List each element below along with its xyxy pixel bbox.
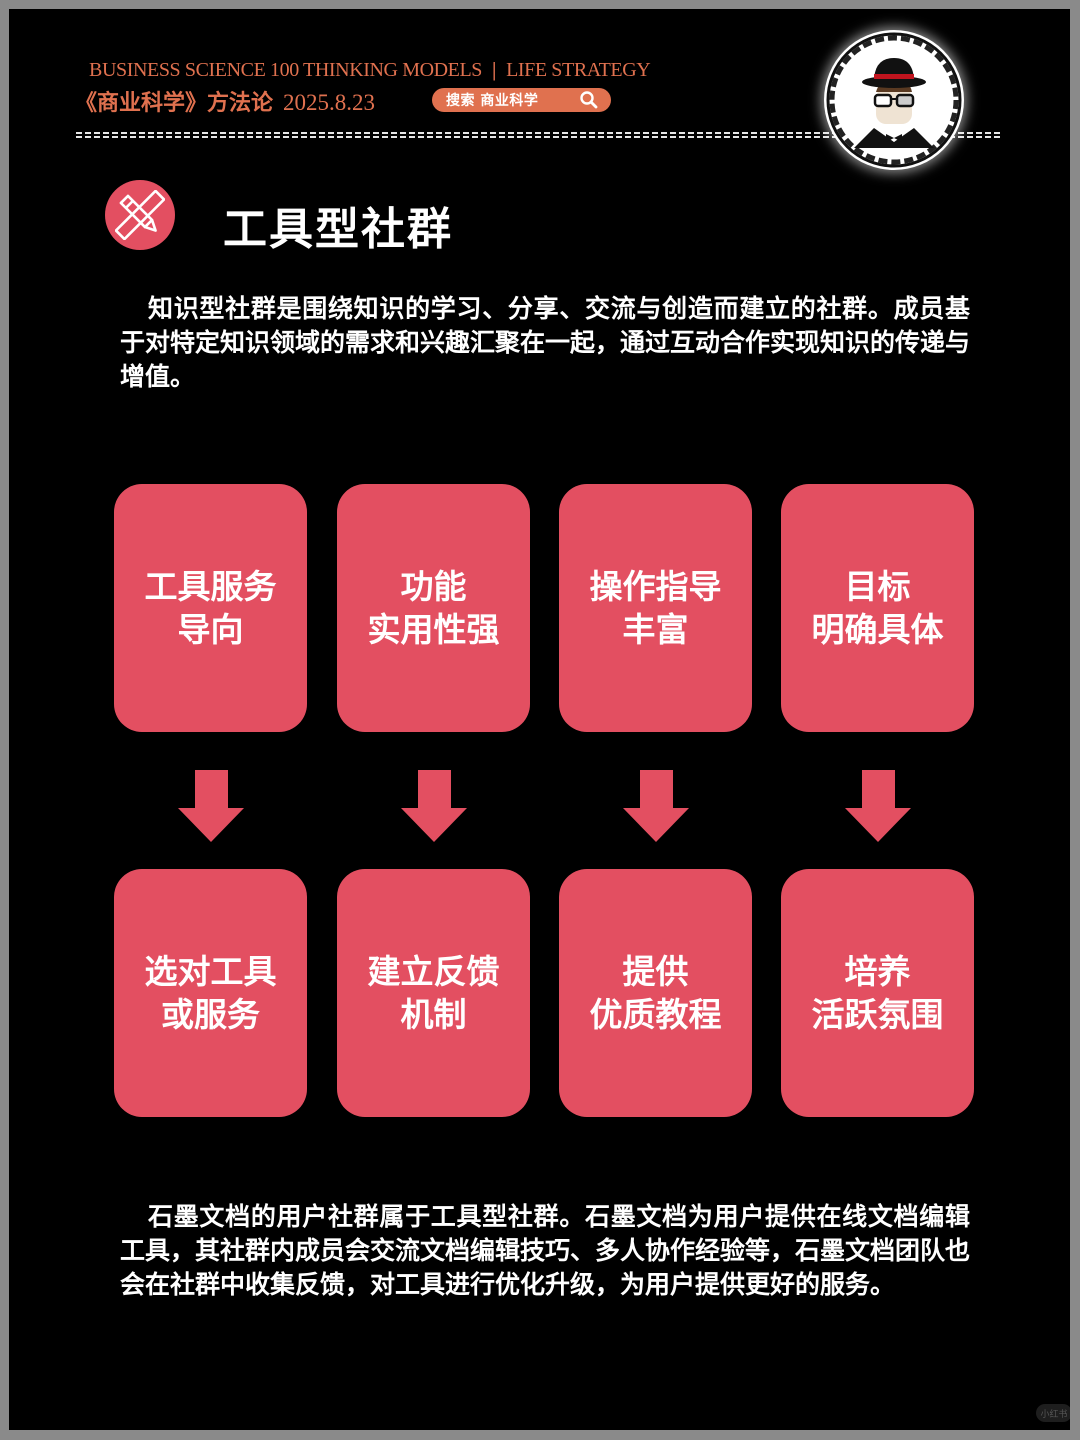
header-date: 2025.8.23 xyxy=(283,90,376,115)
action-box-4: 培养 活跃氛围 xyxy=(781,869,974,1117)
feature-box-3: 操作指导 丰富 xyxy=(559,484,752,732)
page-canvas: BUSINESS SCIENCE 100 THINKING MODELS | LIF… xyxy=(9,9,1070,1430)
arrow-down-icon xyxy=(401,770,467,842)
feature-box-4: 目标 明确具体 xyxy=(781,484,974,732)
action-box-2: 建立反馈 机制 xyxy=(337,869,530,1117)
avatar xyxy=(824,30,964,170)
example-paragraph: 石墨文档的用户社群属于工具型社群。石墨文档为用户提供在线文档编辑工具，其社群内成… xyxy=(120,1202,971,1299)
arrow-down-icon xyxy=(178,770,244,842)
watermark-badge: 小红书 xyxy=(1036,1404,1070,1422)
search-label: 搜索 商业科学 xyxy=(446,93,539,109)
header-english-title: BUSINESS SCIENCE 100 THINKING MODELS xyxy=(89,59,483,81)
feature-box-1: 工具服务 导向 xyxy=(114,484,307,732)
feature-box-2: 功能 实用性强 xyxy=(337,484,530,732)
header-chinese-title: 《商业科学》方法论 xyxy=(75,90,274,116)
action-box-1: 选对工具 或服务 xyxy=(114,869,307,1117)
search-button[interactable]: 搜索 商业科学 xyxy=(432,88,611,112)
search-icon xyxy=(580,91,598,109)
header-divider-top xyxy=(76,132,1000,134)
action-box-3: 提供 优质教程 xyxy=(559,869,752,1117)
header-english-subtitle: LIFE STRATEGY xyxy=(506,59,651,81)
header-divider-bottom xyxy=(76,136,1000,138)
header-separator: | xyxy=(492,59,497,81)
pencil-ruler-icon xyxy=(115,190,165,240)
section-title: 工具型社群 xyxy=(223,204,453,255)
arrow-down-icon xyxy=(623,770,689,842)
intro-paragraph: 知识型社群是围绕知识的学习、分享、交流与创造而建立的社群。成员基于对特定知识领域… xyxy=(120,294,971,391)
section-icon xyxy=(105,180,175,250)
gentleman-avatar-icon xyxy=(826,32,962,168)
arrow-down-icon xyxy=(845,770,911,842)
header-english-line: BUSINESS SCIENCE 100 THINKING MODELS | LIF… xyxy=(89,59,651,82)
header-chinese-line: 《商业科学》方法论 2025.8.23 xyxy=(75,85,375,117)
